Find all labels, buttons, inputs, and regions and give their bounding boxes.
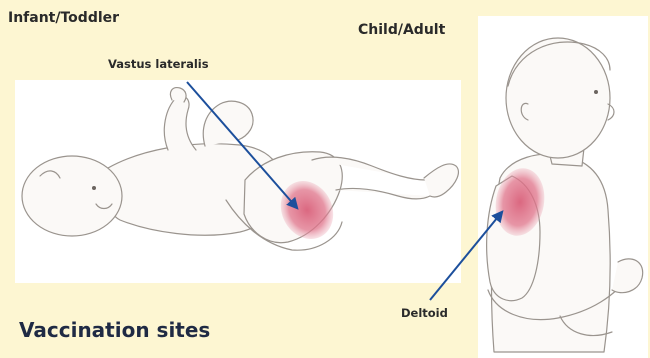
infant-lower-leg-bottom: [336, 188, 430, 199]
infant-foot: [424, 164, 458, 197]
child-head: [506, 38, 610, 158]
vastus-lateralis-label: Vastus lateralis: [108, 57, 209, 71]
infant-fist: [170, 88, 186, 102]
infant-figure: [22, 88, 458, 251]
infant-head: [22, 156, 122, 236]
caption-title: Vaccination sites: [19, 318, 210, 342]
infant-eye: [92, 186, 96, 190]
infant-toddler-heading: Infant/Toddler: [8, 10, 119, 26]
child-eye: [594, 90, 598, 94]
child-adult-heading: Child/Adult: [358, 22, 445, 38]
infant-raised-arm: [164, 96, 196, 150]
child-hand: [612, 259, 643, 293]
deltoid-label: Deltoid: [401, 306, 448, 320]
